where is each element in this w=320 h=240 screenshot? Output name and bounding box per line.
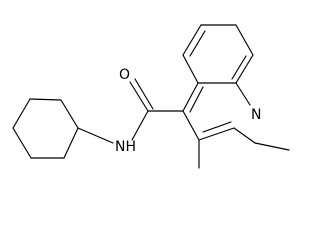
bond	[189, 30, 206, 57]
bond	[231, 55, 247, 80]
bond	[235, 82, 251, 106]
bond	[12, 98, 31, 129]
pyridine-ring	[182, 82, 251, 141]
chemical-structure: O NH N	[12, 24, 290, 169]
bond	[202, 121, 232, 133]
bond	[182, 54, 199, 84]
cyclohexyl-ring	[12, 98, 79, 159]
bond	[235, 54, 254, 84]
amide-nh-label: NH	[115, 139, 136, 155]
bond	[131, 110, 149, 141]
bond	[189, 86, 204, 113]
bond	[60, 99, 79, 129]
amide-group	[77, 78, 184, 144]
benzene-ring	[182, 24, 254, 84]
alkyl-substituents	[198, 127, 290, 169]
bond	[233, 127, 256, 144]
bond	[182, 110, 200, 141]
oxygen-label: O	[119, 67, 130, 83]
bond	[129, 81, 149, 112]
bond	[182, 24, 202, 56]
bond	[63, 127, 79, 159]
bond	[29, 98, 62, 101]
bond	[12, 127, 32, 159]
bond	[235, 24, 254, 56]
bond	[254, 142, 290, 151]
ring-nitrogen-label: N	[251, 107, 261, 123]
bond	[77, 127, 114, 144]
bond	[198, 127, 235, 141]
bond	[134, 78, 154, 110]
bond	[182, 82, 199, 112]
